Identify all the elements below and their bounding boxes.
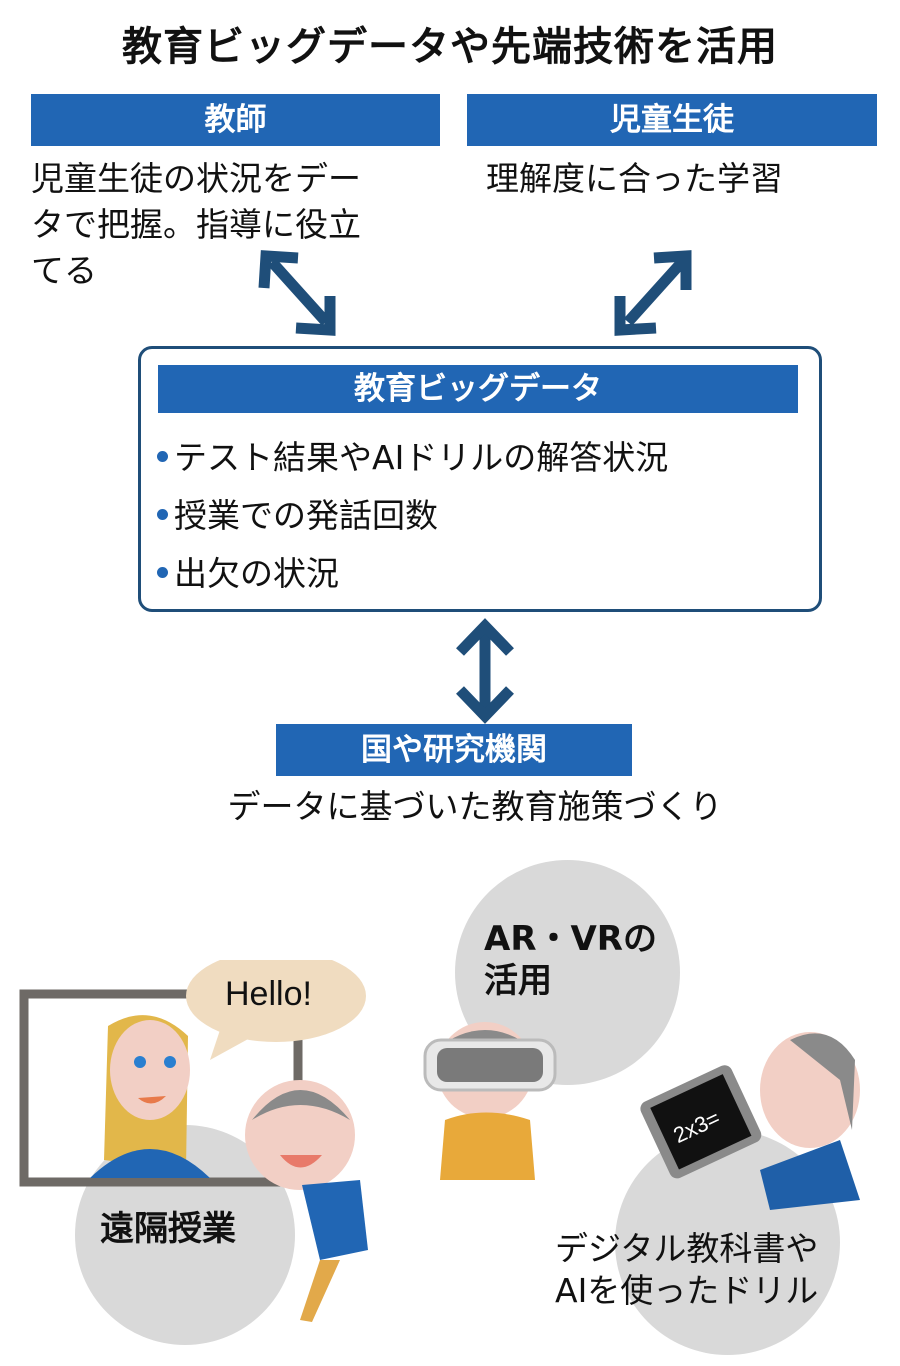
speech-text: Hello! <box>225 975 312 1013</box>
ar-vr-label-line: 活用 <box>484 961 552 1001</box>
vr-child-illustration <box>423 1022 557 1180</box>
ar-vr-label-line: AR・VRの <box>484 919 657 959</box>
teacher-description-line: 児童生徒の状況をデー <box>31 159 361 198</box>
arrows-top <box>258 250 692 336</box>
teacher-description: 児童生徒の状況をデー タで把握。指導に役立 てる <box>31 156 451 294</box>
teacher-header: 教師 <box>31 94 440 146</box>
digital-learner-illustration: 2x3= <box>640 1032 860 1210</box>
remote-class-illustration <box>19 960 368 1322</box>
teacher-description-line: てる <box>31 251 97 290</box>
digital-label-line: デジタル教科書や <box>555 1229 819 1268</box>
tablet-icon: 2x3= <box>640 1065 762 1179</box>
government-description: データに基づいた教育施策づくり <box>227 787 723 826</box>
big-data-box: 教育ビッグデータ テスト結果やAIドリルの解答状況 授業での発話回数 出欠の状況 <box>138 346 822 612</box>
students-header: 児童生徒 <box>467 94 877 146</box>
list-item-text: テスト結果やAIドリルの解答状況 <box>174 438 669 477</box>
list-item: 出欠の状況 <box>153 545 813 603</box>
vertical-double-arrow-icon <box>456 618 514 724</box>
bullet-icon <box>157 509 168 520</box>
big-data-header: 教育ビッグデータ <box>158 365 798 413</box>
page-title: 教育ビッグデータや先端技術を活用 <box>122 24 778 70</box>
teacher-description-line: タで把握。指導に役立 <box>31 205 361 244</box>
bullet-icon <box>157 567 168 578</box>
digital-label: デジタル教科書や AIを使ったドリル <box>555 1228 818 1312</box>
list-item: 授業での発話回数 <box>153 487 813 545</box>
double-arrow-icon <box>614 250 692 336</box>
digital-label-line: AIを使ったドリル <box>555 1271 819 1310</box>
students-description: 理解度に合った学習 <box>486 159 783 198</box>
remote-class-label: 遠隔授業 <box>100 1209 236 1249</box>
list-item-text: 出欠の状況 <box>174 554 339 593</box>
list-item-text: 授業での発話回数 <box>174 496 438 535</box>
big-data-list: テスト結果やAIドリルの解答状況 授業での発話回数 出欠の状況 <box>153 429 813 603</box>
speech-bubble-icon <box>186 960 366 1042</box>
bullet-icon <box>157 451 168 462</box>
list-item: テスト結果やAIドリルの解答状況 <box>153 429 813 487</box>
double-arrow-icon <box>258 250 336 336</box>
ar-vr-label: AR・VRの 活用 <box>484 918 657 1002</box>
government-header: 国や研究機関 <box>276 724 632 776</box>
